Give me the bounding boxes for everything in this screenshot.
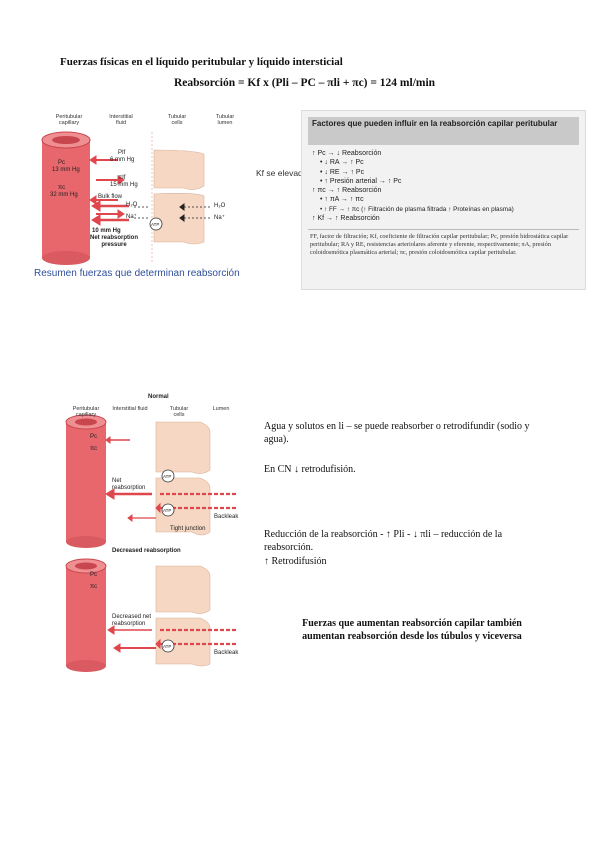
section-title: Fuerzas físicas en el líquido peritubula… (60, 56, 343, 68)
pic-value: 32 mm Hg (50, 192, 78, 198)
col-label-tubular-cells: Tubular cells (167, 114, 187, 126)
text-paragraph: En CN ↓ retrodufisión. (264, 464, 356, 475)
capillary-bottom (42, 251, 90, 265)
table-line: • ↑ πA → ↑ πc (320, 196, 364, 204)
table-line: ↑ Kf → ↑ Reabsorción (312, 215, 380, 223)
col-label-tubular-cells: Tubular cells (169, 406, 189, 418)
backleak-label: Backleak (214, 514, 239, 520)
net-pressure-value: 10 mm Hg (92, 228, 121, 234)
na-label: Na⁺ (126, 214, 137, 220)
tubular-cell-2 (153, 193, 205, 245)
forces-diagram (41, 131, 210, 265)
capillary-body (42, 140, 90, 258)
backleak-diagram (65, 414, 236, 672)
pc-label: Pc (90, 434, 98, 440)
table-line: • ↑ FF → ↑ πc (↑ Filtración de plasma fi… (320, 205, 514, 213)
capillary-normal (66, 422, 106, 542)
table-line: • ↓ RA → ↑ Pc (320, 159, 364, 167)
table-line: • ↓ RE → ↑ Pc (320, 168, 365, 176)
net-pressure-label: Net reabsorption pressure (89, 235, 138, 248)
bold-conclusion-2: aumentan reabsorción desde los túbulos y… (302, 631, 522, 642)
pc-value: 13 mm Hg (52, 167, 80, 173)
text-paragraph: Reducción de la reabsorción - ↑ Pli - ↓ … (264, 529, 503, 553)
col-label-capillary: Peritubular capillary (72, 406, 100, 418)
col-label-interstitial: Interstitial fluid (109, 114, 133, 126)
figure-caption: Resumen fuerzas que determinan reabsorci… (34, 268, 240, 279)
bold-conclusion-1: Fuerzas que aumentan reabsorción capilar… (302, 618, 522, 629)
h2o-right-label: H₂O (214, 203, 226, 209)
net-reabsorption-label: Net reabsorption (112, 478, 146, 491)
decreased-net-label: Decreased net reabsorption (112, 614, 152, 627)
col-label-interstitial: Interstitial fluid (112, 406, 148, 412)
pic-label: πc (90, 446, 98, 452)
col-label-tubular-lumen: Tubular lumen (215, 114, 235, 126)
normal-title: Normal (148, 394, 169, 400)
atp-label: ATP (163, 508, 172, 513)
bulk-flow-label: Bulk flow (98, 194, 123, 200)
tight-junction-label: Tight junction (170, 526, 206, 532)
table-line: • ↑ Presión arterial → ↑ Pc (320, 177, 402, 185)
atp-label: ATP (151, 222, 160, 227)
atp-pump-icon (149, 217, 163, 231)
decreased-title: Decreased reabsorption (112, 548, 181, 554)
col-label-lumen: Lumen (212, 406, 230, 412)
pc-label: Pc (90, 572, 98, 578)
tubular-cell-1 (153, 149, 205, 190)
pc-label: Pc (58, 160, 66, 166)
backleak-label: Backleak (214, 650, 239, 656)
pif-label: PIf (118, 150, 126, 156)
pic-label: πc (90, 584, 98, 590)
table-line: ↑ Pc → ↓ Reabsorción (312, 150, 382, 157)
table-footnote: FF, factor de filtración; Kf, coeficient… (310, 233, 569, 256)
kf-note: Kf se elevado (256, 168, 308, 178)
capillary-lumen (52, 136, 80, 144)
col-label-capillary: Peritubular capillary (55, 114, 83, 126)
capillary-decreased (66, 566, 106, 666)
piif-label: πIf (118, 175, 126, 181)
figure-forces-reabsorption: Peritubular capillary Interstitial fluid… (34, 112, 254, 267)
factors-table: Factores que pueden influir en la reabso… (301, 110, 586, 290)
text-paragraph: ↑ Retrodifusión (264, 556, 327, 567)
atp-label: ATP (163, 644, 172, 649)
atp-label: ATP (163, 474, 172, 479)
table-header: Factores que pueden influir en la reabso… (308, 117, 579, 145)
text-paragraph: Agua y solutos en li – se puede reabsorb… (264, 421, 530, 445)
table-line: ↑ πc → ↑ Reabsorción (312, 187, 382, 195)
figure-normal-decreased: Normal Peritubular capillary Interstitia… (60, 392, 260, 674)
na-right-label: Na⁺ (214, 215, 225, 221)
pic-label: πc (58, 185, 66, 191)
pif-value: 6 mm Hg (110, 157, 135, 163)
piif-value: 15 mm Hg (110, 182, 138, 188)
reabsorption-formula: Reabsorción = Kf x (Pli – PC – πli + πc)… (174, 77, 436, 89)
h2o-label: H₂O (126, 202, 138, 208)
